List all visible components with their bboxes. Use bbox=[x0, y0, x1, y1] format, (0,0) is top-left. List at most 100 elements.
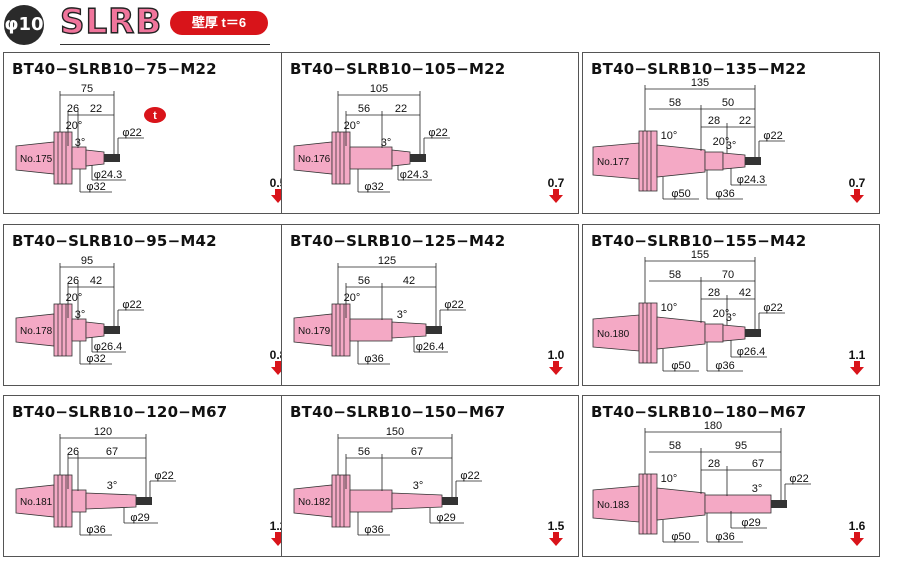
angle-taper: 3° bbox=[413, 480, 424, 492]
body-taper bbox=[85, 149, 105, 167]
down-arrow-icon bbox=[553, 189, 559, 195]
down-arrow-icon bbox=[854, 532, 860, 538]
tool-number: No.179 bbox=[298, 326, 331, 337]
dim-a: 95 bbox=[735, 440, 747, 452]
dia-mid: φ26.4 bbox=[416, 341, 445, 353]
weight-indicator: 0.7 bbox=[845, 177, 869, 203]
dim-b: 22 bbox=[395, 103, 407, 115]
dia-tip: φ22 bbox=[763, 130, 782, 142]
dim-total: 75 bbox=[81, 83, 93, 95]
dim-total: 135 bbox=[691, 77, 709, 89]
down-arrow-head-icon bbox=[850, 195, 864, 203]
model-number: BT40−SLRB10−155−M42 bbox=[591, 232, 807, 250]
body-taper bbox=[391, 321, 427, 339]
down-arrow-head-icon bbox=[549, 538, 563, 546]
body-base bbox=[71, 318, 87, 342]
dia-mid: φ29 bbox=[741, 517, 760, 529]
body-base bbox=[349, 489, 393, 513]
body-mid bbox=[704, 323, 724, 343]
flange bbox=[331, 131, 351, 185]
down-arrow-head-icon bbox=[271, 367, 285, 375]
dia-tip: φ22 bbox=[763, 302, 782, 314]
angle-20: 20° bbox=[66, 120, 83, 132]
body-large bbox=[656, 487, 706, 521]
angle-taper: 3° bbox=[752, 483, 763, 495]
model-number: BT40−SLRB10−150−M67 bbox=[290, 403, 506, 421]
down-arrow-head-icon bbox=[549, 195, 563, 203]
thread-tip bbox=[442, 497, 458, 505]
dia-big: φ32 bbox=[86, 353, 105, 365]
flange bbox=[638, 473, 658, 535]
thread-tip bbox=[745, 329, 761, 337]
body-taper bbox=[722, 152, 746, 170]
dim-total: 180 bbox=[704, 420, 722, 432]
flange bbox=[638, 130, 658, 192]
flange bbox=[53, 131, 73, 185]
tool-number: No.178 bbox=[20, 326, 53, 337]
angle-20: 20° bbox=[344, 292, 361, 304]
dia-big: φ36 bbox=[715, 188, 734, 200]
dia-big: φ32 bbox=[86, 181, 105, 193]
dia-big: φ36 bbox=[364, 524, 383, 536]
wall-thickness-badge: 壁厚 t＝6 bbox=[170, 11, 268, 35]
weight-indicator: 1.0 bbox=[544, 349, 568, 375]
down-arrow-icon bbox=[275, 532, 281, 538]
body-taper bbox=[85, 321, 105, 339]
angle-taper: 3° bbox=[397, 309, 408, 321]
model-number: BT40−SLRB10−120−M67 bbox=[12, 403, 228, 421]
dim-mid: 58 bbox=[669, 97, 681, 109]
dim-a: 50 bbox=[722, 97, 734, 109]
dia-big: φ32 bbox=[364, 181, 383, 193]
tool-number: No.175 bbox=[20, 154, 53, 165]
dia-big: φ36 bbox=[86, 524, 105, 536]
body-mid bbox=[704, 151, 724, 171]
dia-large: φ50 bbox=[671, 360, 690, 372]
tool-number: No.177 bbox=[597, 157, 630, 168]
body-taper bbox=[391, 492, 443, 510]
dia-mid: φ29 bbox=[436, 512, 455, 524]
dia-large: φ50 bbox=[671, 188, 690, 200]
t-badge bbox=[144, 107, 166, 123]
thread-tip bbox=[104, 326, 120, 334]
dim-total: 155 bbox=[691, 249, 709, 261]
weight-value: 1.6 bbox=[848, 519, 866, 533]
down-arrow-icon bbox=[275, 189, 281, 195]
down-arrow-head-icon bbox=[850, 367, 864, 375]
weight-value: 1.0 bbox=[547, 348, 565, 362]
thread-tip bbox=[136, 497, 152, 505]
tool-number: No.182 bbox=[298, 497, 331, 508]
weight-value: 0.7 bbox=[848, 176, 866, 190]
angle-taper: 3° bbox=[107, 480, 118, 492]
dim-a: 26 bbox=[67, 275, 79, 287]
dia-mid: φ24.3 bbox=[737, 174, 766, 186]
dia-big: φ36 bbox=[364, 353, 383, 365]
dim-c: 42 bbox=[739, 287, 751, 299]
angle-taper: 3° bbox=[75, 309, 86, 321]
dia-mid: φ24.3 bbox=[400, 169, 429, 181]
body-taper bbox=[391, 149, 411, 167]
body-base bbox=[71, 489, 87, 513]
flange bbox=[331, 474, 351, 528]
dia-tip: φ22 bbox=[122, 299, 141, 311]
thread-tip bbox=[410, 154, 426, 162]
dim-a: 70 bbox=[722, 269, 734, 281]
model-number: BT40−SLRB10−95−M42 bbox=[12, 232, 217, 250]
tool-number: No.176 bbox=[298, 154, 331, 165]
dim-mid: 58 bbox=[669, 269, 681, 281]
dia-mid: φ26.4 bbox=[737, 346, 766, 358]
page-header: φ10 SLRB 壁厚 t＝6 bbox=[0, 0, 900, 48]
dia-large: φ50 bbox=[671, 531, 690, 543]
dia-tip: φ22 bbox=[444, 299, 463, 311]
dia-tip: φ22 bbox=[789, 473, 808, 485]
down-arrow-head-icon bbox=[549, 367, 563, 375]
down-arrow-icon bbox=[854, 361, 860, 367]
dia-tip: φ22 bbox=[154, 470, 173, 482]
